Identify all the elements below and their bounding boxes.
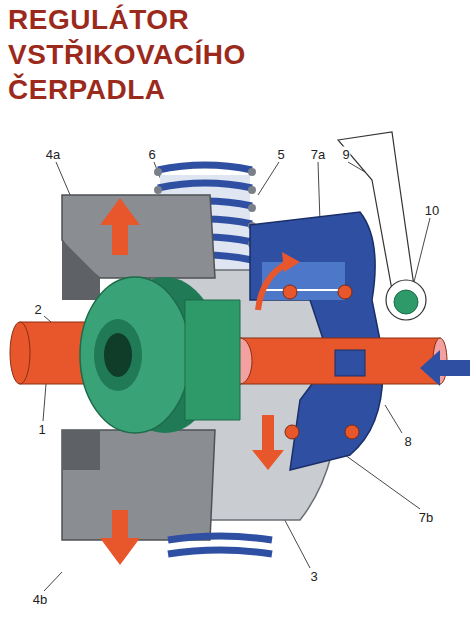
- callout-number: 8: [403, 434, 412, 449]
- callout-number: 4b: [32, 592, 48, 607]
- title: REGULÁTOR VSTŘIKOVACÍHO ČERPADLA: [8, 2, 293, 107]
- callout-number: 4a: [45, 147, 61, 162]
- callout-number: 2: [33, 302, 42, 317]
- callout-number: 5: [276, 147, 285, 162]
- callout-number: 9: [341, 147, 350, 162]
- callout-number: 7b: [418, 510, 434, 525]
- callout-number: 3: [309, 569, 318, 584]
- callout-number: 1: [37, 422, 46, 437]
- callout-number: 7a: [310, 147, 326, 162]
- callout-number: 10: [424, 203, 440, 218]
- callout-number: 6: [147, 147, 156, 162]
